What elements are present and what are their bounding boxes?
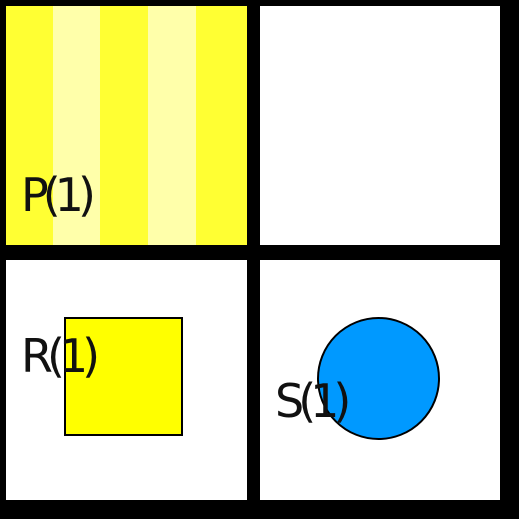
panel-s: S(1) [260, 260, 500, 500]
panel-r: R(1) [6, 260, 247, 500]
stripe [148, 6, 196, 245]
stripe [6, 6, 53, 245]
stripe [53, 6, 100, 245]
panel-q [260, 6, 500, 245]
stripe [100, 6, 148, 245]
panel-p: P(1) [6, 6, 247, 245]
panel-p-label: P(1) [21, 168, 96, 222]
panel-r-label: R(1) [21, 329, 100, 383]
panel-s-label: S(1) [275, 374, 351, 428]
blue-circle [317, 317, 440, 440]
stripe [196, 6, 247, 245]
yellow-square [64, 317, 183, 436]
